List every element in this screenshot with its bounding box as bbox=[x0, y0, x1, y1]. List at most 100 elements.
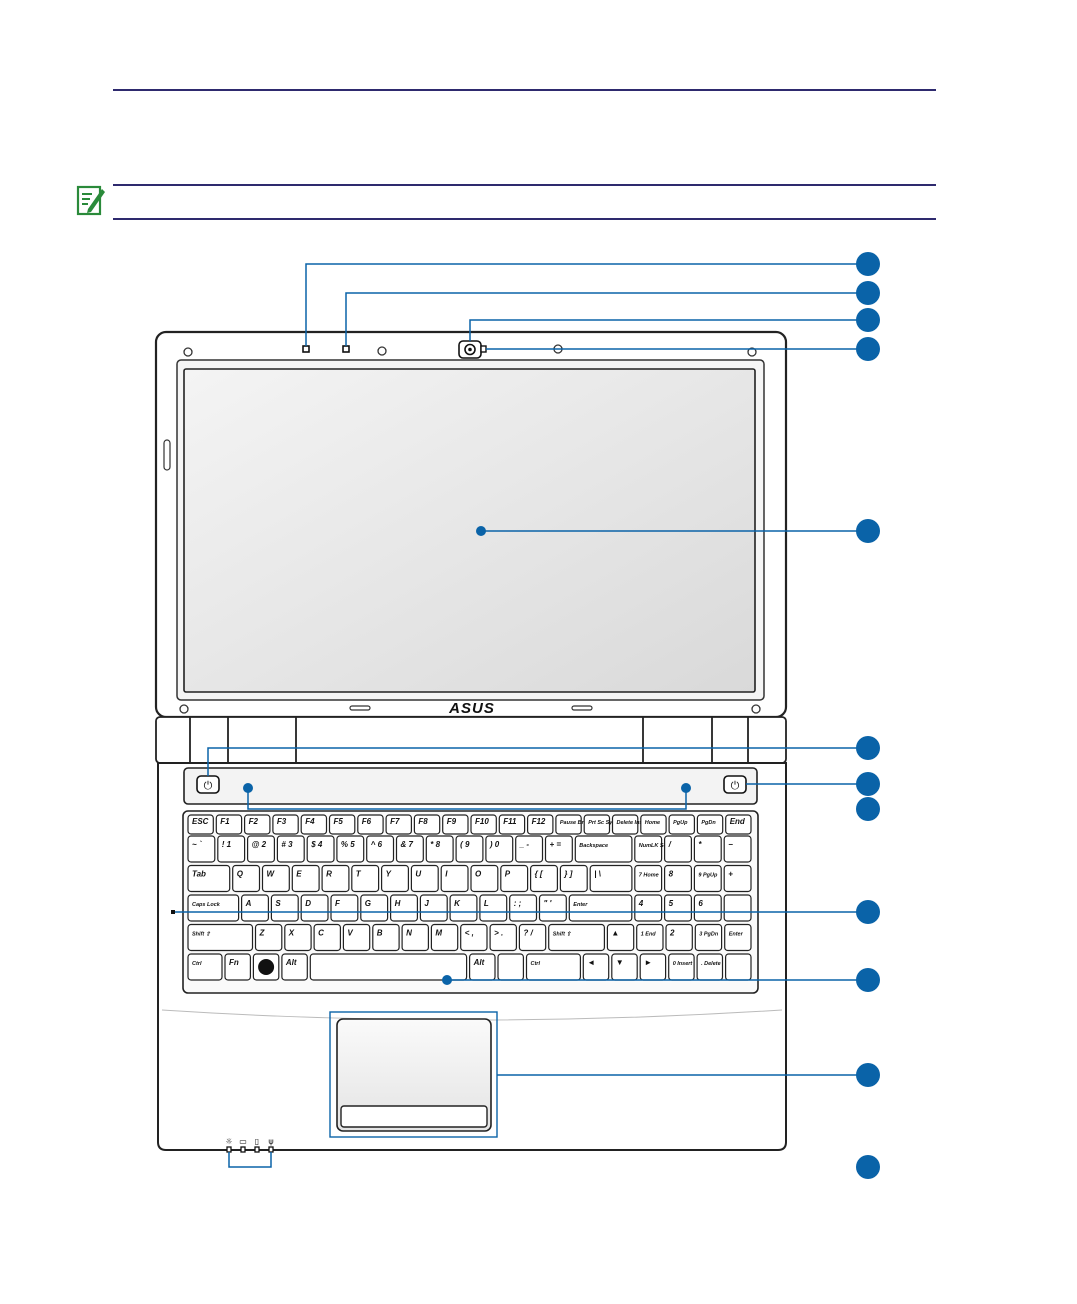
key-2-13[interactable] bbox=[589, 864, 633, 893]
key-1-17[interactable] bbox=[723, 835, 752, 863]
key-4-12[interactable] bbox=[606, 923, 635, 952]
key-5-3[interactable] bbox=[281, 953, 308, 981]
key-4-0[interactable] bbox=[187, 923, 254, 952]
touchpad-button[interactable] bbox=[340, 1105, 488, 1128]
key-1-11[interactable] bbox=[515, 835, 544, 863]
key-4-4[interactable] bbox=[342, 923, 371, 952]
key-2-3[interactable] bbox=[291, 864, 320, 893]
key-1-6[interactable] bbox=[366, 835, 395, 863]
key-4-3[interactable] bbox=[313, 923, 342, 952]
key-0-17[interactable] bbox=[668, 814, 695, 835]
key-0-2[interactable] bbox=[244, 814, 271, 835]
key-4-2[interactable] bbox=[284, 923, 312, 952]
key-1-15[interactable] bbox=[663, 835, 692, 863]
key-1-10[interactable] bbox=[485, 835, 514, 863]
key-0-16[interactable] bbox=[640, 814, 667, 835]
key-1-7[interactable] bbox=[395, 835, 424, 863]
key-4-7[interactable] bbox=[430, 923, 459, 952]
key-2-0[interactable] bbox=[187, 864, 231, 893]
key-5-0[interactable] bbox=[187, 953, 223, 981]
key-2-9[interactable] bbox=[470, 864, 499, 893]
key-3-9[interactable] bbox=[479, 894, 508, 922]
key-0-3[interactable] bbox=[272, 814, 299, 835]
key-1-5[interactable] bbox=[336, 835, 365, 863]
key-2-7[interactable] bbox=[410, 864, 439, 893]
key-2-4[interactable] bbox=[321, 864, 350, 893]
key-5-7[interactable] bbox=[525, 953, 582, 981]
key-0-9[interactable] bbox=[442, 814, 469, 835]
touchpad[interactable] bbox=[336, 1018, 492, 1132]
key-5-11[interactable] bbox=[668, 953, 695, 981]
key-3-5[interactable] bbox=[360, 894, 389, 922]
key-3-11[interactable] bbox=[538, 894, 567, 922]
key-0-19[interactable] bbox=[725, 814, 752, 835]
key-5-6[interactable] bbox=[497, 953, 524, 981]
key-3-4[interactable] bbox=[330, 894, 359, 922]
key-3-15[interactable] bbox=[693, 894, 722, 922]
key-0-10[interactable] bbox=[470, 814, 497, 835]
key-0-11[interactable] bbox=[498, 814, 526, 835]
key-0-13[interactable] bbox=[555, 814, 582, 835]
key-3-8[interactable] bbox=[449, 894, 478, 922]
key-2-15[interactable] bbox=[663, 864, 692, 893]
key-4-1[interactable] bbox=[254, 923, 283, 952]
key-0-1[interactable] bbox=[215, 814, 243, 835]
key-1-3[interactable] bbox=[276, 835, 305, 863]
key-0-5[interactable] bbox=[328, 814, 356, 835]
key-0-0[interactable] bbox=[187, 814, 214, 835]
key-2-8[interactable] bbox=[440, 864, 469, 893]
key-3-16[interactable] bbox=[723, 894, 752, 922]
key-2-17[interactable] bbox=[723, 864, 752, 893]
key-2-14[interactable] bbox=[634, 864, 663, 893]
key-1-14[interactable] bbox=[634, 835, 663, 863]
key-4-6[interactable] bbox=[401, 923, 430, 952]
key-5-1[interactable] bbox=[224, 953, 251, 981]
key-3-13[interactable] bbox=[634, 894, 663, 922]
key-3-0[interactable] bbox=[187, 894, 240, 922]
key-0-6[interactable] bbox=[357, 814, 384, 835]
key-3-6[interactable] bbox=[390, 894, 419, 922]
key-0-8[interactable] bbox=[413, 814, 441, 835]
key-4-13[interactable] bbox=[636, 923, 664, 952]
key-1-2[interactable] bbox=[247, 835, 276, 863]
key-2-16[interactable] bbox=[693, 864, 722, 893]
key-4-8[interactable] bbox=[460, 923, 488, 952]
key-3-12[interactable] bbox=[568, 894, 633, 922]
key-1-12[interactable] bbox=[544, 835, 573, 863]
key-3-7[interactable] bbox=[419, 894, 448, 922]
key-3-14[interactable] bbox=[663, 894, 692, 922]
key-5-13[interactable] bbox=[724, 953, 752, 981]
key-0-7[interactable] bbox=[385, 814, 413, 835]
key-4-5[interactable] bbox=[372, 923, 400, 952]
key-1-4[interactable] bbox=[306, 835, 335, 863]
key-4-11[interactable] bbox=[548, 923, 606, 952]
key-0-18[interactable] bbox=[696, 814, 724, 835]
key-5-12[interactable] bbox=[696, 953, 724, 981]
key-1-0[interactable] bbox=[187, 835, 216, 863]
key-4-9[interactable] bbox=[489, 923, 518, 952]
key-3-10[interactable] bbox=[509, 894, 538, 922]
key-4-15[interactable] bbox=[694, 923, 723, 952]
key-1-8[interactable] bbox=[425, 835, 454, 863]
key-0-14[interactable] bbox=[583, 814, 611, 835]
key-3-3[interactable] bbox=[300, 894, 329, 922]
key-0-12[interactable] bbox=[526, 814, 554, 835]
key-0-15[interactable] bbox=[611, 814, 639, 835]
key-2-5[interactable] bbox=[351, 864, 380, 893]
key-1-9[interactable] bbox=[455, 835, 484, 863]
key-5-4[interactable] bbox=[309, 953, 468, 981]
key-4-16[interactable] bbox=[724, 923, 752, 952]
key-1-13[interactable] bbox=[574, 835, 633, 863]
key-4-10[interactable] bbox=[518, 923, 547, 952]
key-3-2[interactable] bbox=[270, 894, 299, 922]
key-1-16[interactable] bbox=[693, 835, 722, 863]
key-2-2[interactable] bbox=[261, 864, 290, 893]
key-3-1[interactable] bbox=[241, 894, 270, 922]
key-2-6[interactable] bbox=[381, 864, 410, 893]
key-2-1[interactable] bbox=[232, 864, 261, 893]
key-1-1[interactable] bbox=[217, 835, 246, 863]
key-0-4[interactable] bbox=[300, 814, 328, 835]
key-2-11[interactable] bbox=[529, 864, 558, 893]
key-4-14[interactable] bbox=[665, 923, 693, 952]
key-2-10[interactable] bbox=[500, 864, 529, 893]
